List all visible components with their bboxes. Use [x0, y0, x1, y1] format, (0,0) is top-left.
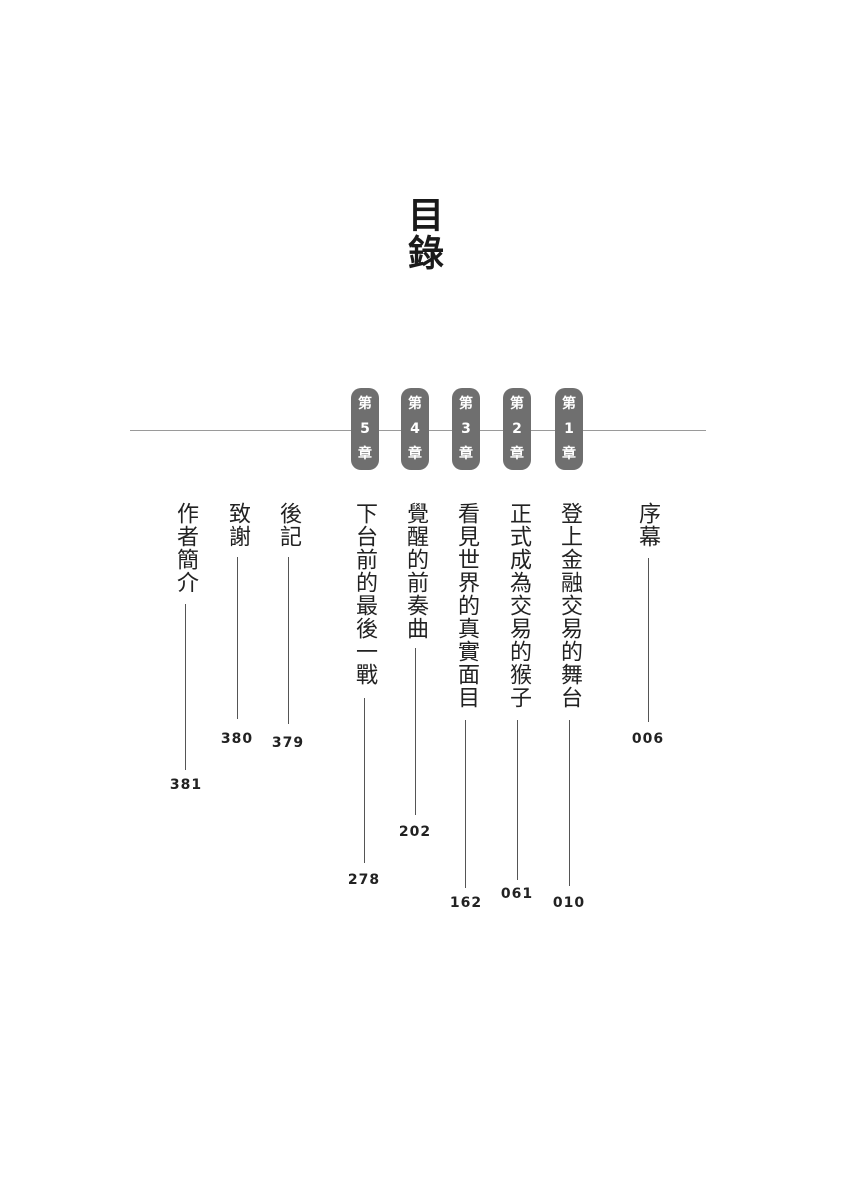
- page-number: 061: [500, 886, 534, 902]
- page-number: 381: [169, 777, 203, 793]
- chapter-badge-2: 第 2 章: [503, 388, 531, 470]
- toc-heading: 目錄: [402, 196, 444, 272]
- leader-line: [465, 720, 466, 888]
- badge-prefix: 第: [562, 396, 576, 413]
- entry-title: 後記: [276, 502, 301, 548]
- page-number: 162: [449, 895, 483, 911]
- page-number: 380: [220, 731, 254, 747]
- leader-line: [517, 720, 518, 880]
- page-number: 010: [552, 895, 586, 911]
- badge-suffix: 章: [408, 445, 422, 462]
- page-number: 202: [398, 824, 432, 840]
- badge-suffix: 章: [510, 445, 524, 462]
- badge-number: 3: [461, 420, 471, 437]
- badge-prefix: 第: [408, 396, 422, 413]
- leader-line: [185, 604, 186, 770]
- badge-number: 5: [360, 420, 370, 437]
- leader-line: [415, 648, 416, 815]
- entry-title: 作者簡介: [173, 502, 198, 594]
- page-number: 278: [347, 872, 381, 888]
- badge-number: 2: [512, 420, 522, 437]
- badge-number: 1: [564, 420, 574, 437]
- badge-suffix: 章: [358, 445, 372, 462]
- chapter-badge-4: 第 4 章: [401, 388, 429, 470]
- badge-number: 4: [410, 420, 420, 437]
- entry-title: 看見世界的真實面目: [454, 502, 479, 709]
- entry-title: 覺醒的前奏曲: [403, 502, 428, 640]
- entry-title: 登上金融交易的舞台: [557, 502, 582, 709]
- badge-suffix: 章: [459, 445, 473, 462]
- leader-line: [237, 557, 238, 719]
- badge-prefix: 第: [510, 396, 524, 413]
- entry-title: 正式成為交易的猴子: [506, 502, 531, 709]
- leader-line: [288, 557, 289, 724]
- chapter-badge-1: 第 1 章: [555, 388, 583, 470]
- page-number: 006: [631, 731, 665, 747]
- badge-prefix: 第: [358, 396, 372, 413]
- badge-prefix: 第: [459, 396, 473, 413]
- entry-title: 致謝: [225, 502, 250, 548]
- leader-line: [648, 558, 649, 722]
- chapter-badge-3: 第 3 章: [452, 388, 480, 470]
- entry-title: 序幕: [635, 502, 660, 548]
- leader-line: [364, 698, 365, 863]
- badge-suffix: 章: [562, 445, 576, 462]
- entry-title: 下台前的最後一戰: [352, 502, 377, 686]
- leader-line: [569, 720, 570, 886]
- chapter-badge-5: 第 5 章: [351, 388, 379, 470]
- page-number: 379: [271, 735, 305, 751]
